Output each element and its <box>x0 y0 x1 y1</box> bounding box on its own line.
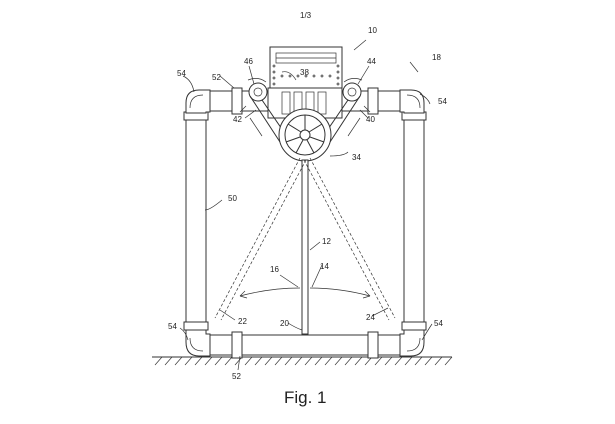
swing-arrows <box>239 78 371 299</box>
ref-10: 10 <box>368 26 377 35</box>
ref-16: 16 <box>270 265 279 274</box>
ref-54-bottom-right: 54 <box>434 319 443 328</box>
drive-wheel <box>278 108 332 162</box>
right-post <box>403 112 425 332</box>
ref-24: 24 <box>366 313 375 322</box>
elbow-bottom-right <box>399 329 425 357</box>
left-pulley <box>248 82 268 102</box>
ref-52-bottom: 52 <box>232 372 241 381</box>
ref-14: 14 <box>320 262 329 271</box>
elbow-top-left <box>185 89 211 114</box>
ref-46: 46 <box>244 57 253 66</box>
figure-caption: Fig. 1 <box>284 388 327 407</box>
ref-42: 42 <box>233 115 242 124</box>
control-panel <box>269 46 343 92</box>
elbow-bottom-left <box>185 329 211 357</box>
ref-50: 50 <box>228 194 237 203</box>
ref-44: 44 <box>367 57 376 66</box>
right-pulley <box>342 82 362 102</box>
sheet-number: 1/3 <box>300 11 312 20</box>
ref-12: 12 <box>322 237 331 246</box>
pendulum-arms <box>214 157 396 335</box>
ref-38: 38 <box>300 68 309 77</box>
reference-numerals: 10 18 46 38 44 54 52 54 42 40 34 50 12 1… <box>168 26 447 381</box>
ref-54-bottom-left: 54 <box>168 322 177 331</box>
ref-20: 20 <box>280 319 289 328</box>
elbow-top-right <box>399 89 425 114</box>
ground <box>152 356 453 366</box>
ref-34: 34 <box>352 153 361 162</box>
ref-54-top-right: 54 <box>438 97 447 106</box>
left-post <box>185 112 207 332</box>
bottom-rail <box>197 334 413 356</box>
leader-lines <box>179 39 433 371</box>
ref-54-top-left: 54 <box>177 69 186 78</box>
ref-18: 18 <box>432 53 441 62</box>
ref-52-top: 52 <box>212 73 221 82</box>
ref-22: 22 <box>238 317 247 326</box>
ref-40: 40 <box>366 115 375 124</box>
